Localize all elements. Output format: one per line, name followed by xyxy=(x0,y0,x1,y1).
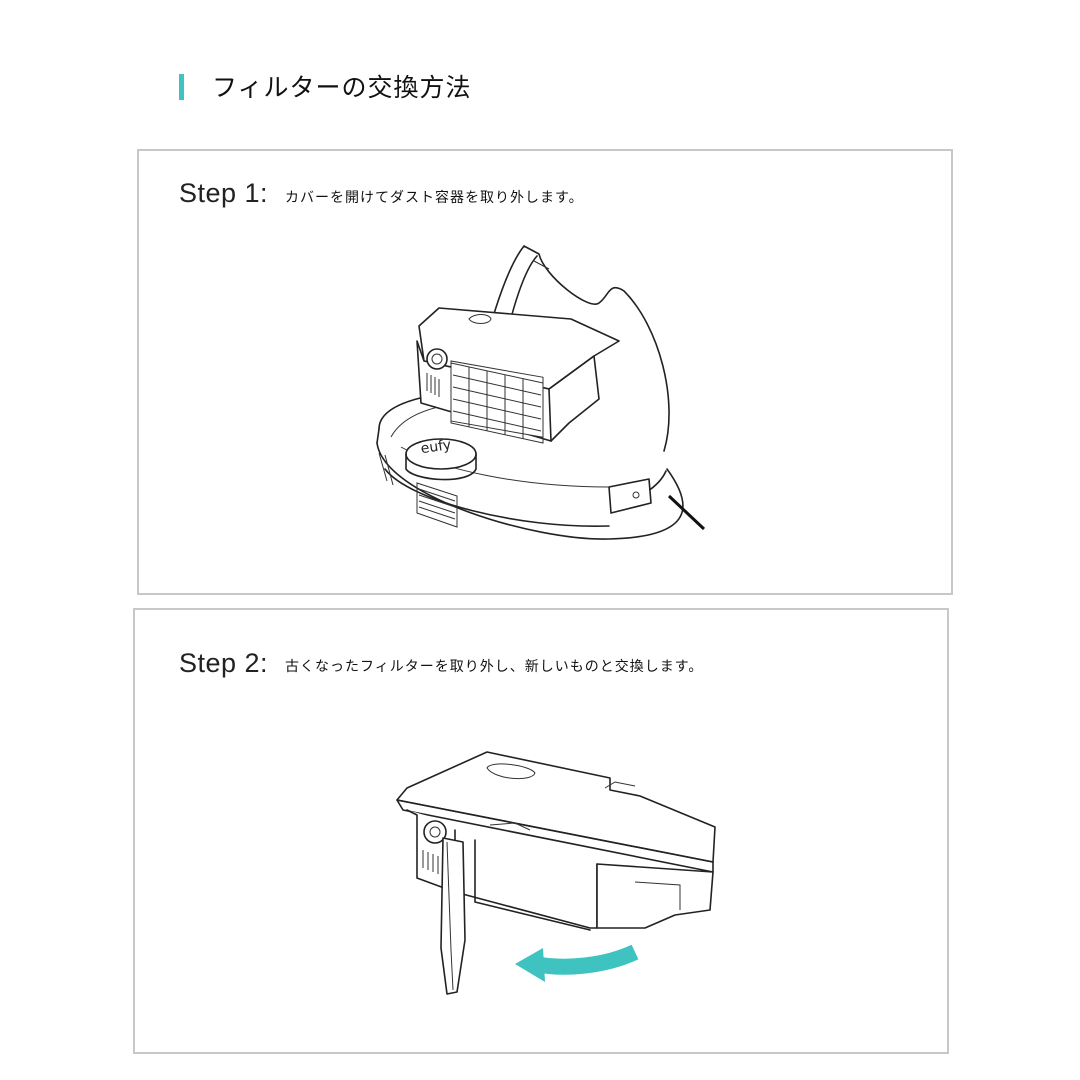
step-2-text: 古くなったフィルターを取り外し、新しいものと交換します。 xyxy=(285,659,704,675)
step-1-panel: Step 1: カバーを開けてダスト容器を取り外します。 eufy xyxy=(137,149,953,595)
step-1-label: Step 1: xyxy=(179,178,269,208)
robot-vacuum-dustbin-icon: eufy xyxy=(376,245,706,540)
title-accent-bar xyxy=(179,74,184,100)
step-2-panel: Step 2: 古くなったフィルターを取り外し、新しいものと交換します。 xyxy=(133,608,949,1054)
step-2-label: Step 2: xyxy=(179,648,269,678)
dustbin-filter-removal-icon xyxy=(396,751,716,995)
step-1-text: カバーを開けてダスト容器を取り外します。 xyxy=(285,190,584,206)
page-title: フィルターの交換方法 xyxy=(212,73,472,102)
brand-logo: eufy xyxy=(420,437,452,457)
